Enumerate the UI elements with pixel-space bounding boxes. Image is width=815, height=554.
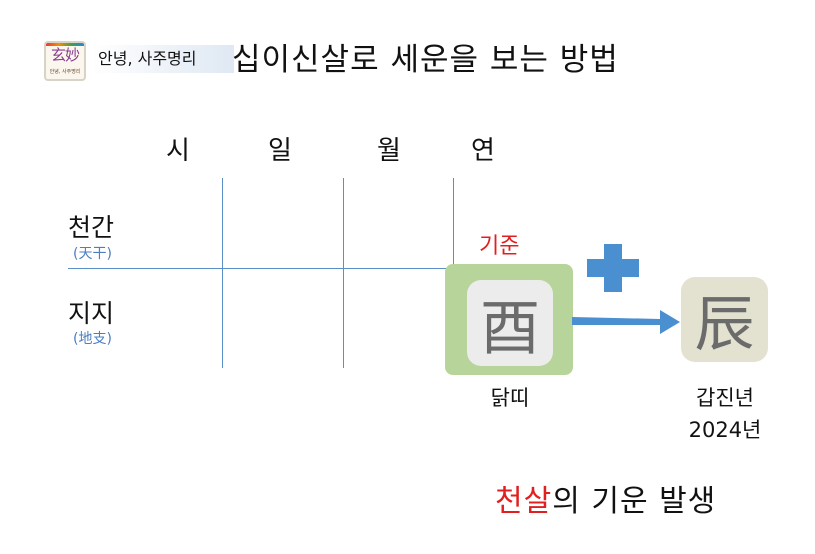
- source-branch-tile: 酉: [467, 280, 553, 366]
- row-label-stem: 천간: [68, 213, 115, 242]
- source-caption: 닭띠: [490, 386, 530, 410]
- pillar-year: 연: [471, 136, 495, 166]
- logo-text: 玄妙: [50, 46, 80, 64]
- logo-subtext: 안녕, 사주명리: [49, 69, 81, 75]
- grid-divider: [222, 178, 223, 368]
- arrow-right-icon: [572, 310, 680, 334]
- conclusion-rest: 의 기운 발생: [552, 484, 717, 519]
- target-caption-year: 2024년: [688, 418, 762, 442]
- target-branch-tile: 辰: [681, 277, 768, 362]
- pillar-month: 월: [377, 136, 401, 166]
- row-sublabel-branch: (地支): [73, 331, 112, 347]
- grid-divider: [343, 178, 344, 368]
- pillar-hour: 시: [166, 136, 190, 166]
- brand-name: 안녕, 사주명리: [92, 45, 234, 73]
- row-label-branch: 지지: [68, 299, 115, 328]
- page-title: 십이신살로 세운을 보는 방법: [232, 42, 619, 78]
- conclusion-text: 천살의 기운 발생: [495, 476, 716, 520]
- reference-label: 기준: [479, 234, 520, 259]
- row-sublabel-stem: (天干): [73, 246, 112, 262]
- pillar-day: 일: [268, 136, 292, 166]
- plus-icon: [587, 244, 639, 292]
- conclusion-highlight: 천살: [495, 484, 553, 519]
- grid-row-divider: [68, 268, 544, 269]
- brand-logo: 玄妙 안녕, 사주명리: [44, 41, 86, 81]
- target-caption-year-name: 갑진년: [696, 386, 754, 410]
